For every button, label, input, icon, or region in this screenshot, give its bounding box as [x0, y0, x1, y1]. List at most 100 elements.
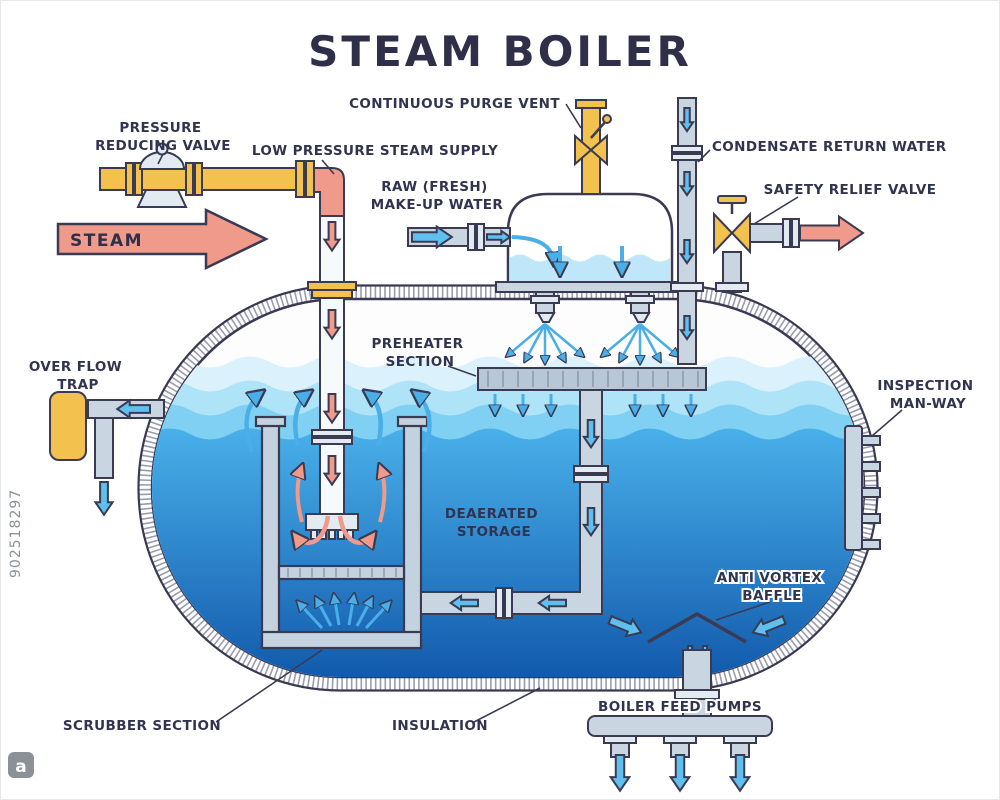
leader-line: [447, 365, 477, 377]
spray-flange-right: [625, 295, 655, 304]
scrubber-bottom: [260, 630, 423, 650]
overflow-trap: [49, 391, 165, 516]
label-condensate-return-water: CONDENSATE RETURN WATER: [712, 139, 947, 155]
prv-flange-d: [194, 162, 203, 196]
label-deaerated-storage: DEAERATED STORAGE: [445, 506, 543, 540]
relief-valve-right: [730, 211, 751, 255]
pump-suction-pipe: [682, 649, 712, 719]
watermark-id: 902518297: [8, 489, 24, 578]
relief-tanktop-flange: [715, 282, 749, 292]
downpipe-flange-c: [495, 587, 504, 619]
manway-bolts: [861, 435, 881, 550]
scrubber-right-cap: [396, 415, 429, 428]
leader-line: [565, 103, 582, 129]
tray-drip-arrows: [495, 394, 691, 414]
labels: PRESSURE REDUCING VALVE LOW PRESSURE STE…: [29, 96, 978, 734]
supply-elbow: [313, 167, 345, 217]
relief-valve-left: [713, 211, 734, 255]
overflow-pipe-vertical: [94, 417, 114, 479]
downpipe-flange-a: [573, 465, 609, 474]
steam-rise-arrows: [298, 466, 385, 523]
vent-valve-left: [574, 133, 593, 167]
scrubber-right-wall: [402, 422, 423, 650]
scrubber-plate-hatch: [287, 568, 397, 577]
label-insulation: INSULATION: [392, 718, 488, 734]
vent-top-flange: [575, 99, 607, 109]
vent-lever-knob: [602, 114, 612, 124]
leader-line: [473, 687, 541, 723]
label-anti-vortex-baffle: ANTI VORTEX BAFFLE: [717, 570, 828, 604]
makeup-water-pipe: [407, 223, 511, 251]
elbow-flange-b: [305, 160, 315, 198]
vent-valve-right: [589, 133, 608, 167]
supply-tanktop-flange-b: [311, 289, 353, 299]
scrubber-left-cap: [254, 415, 287, 428]
steam-supply-pipe: [294, 213, 385, 543]
leader-line: [321, 159, 335, 175]
makeup-flange-b: [476, 223, 485, 251]
relief-flange-a: [782, 218, 791, 248]
leader-line: [215, 649, 323, 723]
label-pressure-reducing-valve: PRESSURE REDUCING VALVE: [95, 120, 231, 154]
pump-manifold: [587, 715, 773, 737]
label-inspection-manway: INSPECTION MAN-WAY: [877, 378, 978, 412]
dome-flow-arrows: [511, 235, 622, 274]
supply-flange-a: [311, 429, 353, 437]
spray-tip-right: [631, 312, 651, 323]
spray-nozzles: [495, 290, 691, 414]
leader-line: [715, 601, 771, 621]
vent-dome: [495, 192, 685, 293]
diffuser-head: [305, 513, 359, 531]
tray-body: [477, 367, 707, 391]
inspection-manway: [844, 425, 881, 551]
page-title: STEAM BOILER: [308, 27, 692, 76]
makeup-flange-a: [467, 223, 476, 251]
continuous-purge-vent: [574, 99, 612, 195]
anti-vortex-baffle: [605, 611, 789, 665]
suction-flange: [674, 689, 720, 700]
supply-tanktop-flange-a: [307, 281, 357, 291]
scrubber-section: [254, 415, 429, 650]
steam-inlet-arrow: STEAM: [56, 208, 269, 270]
condensate-pipe-body: [677, 97, 697, 365]
prv-flange-c: [185, 162, 194, 196]
label-raw-makeup-water: RAW (FRESH) MAKE-UP WATER: [371, 179, 504, 213]
trap-body: [49, 391, 87, 461]
condensate-return-pipe: [670, 97, 704, 365]
leader-line: [157, 153, 164, 165]
condensate-flange-b: [671, 153, 703, 161]
preheater-tray: [477, 367, 707, 391]
stock-logo-letter: a: [15, 757, 26, 777]
pump-left: [603, 735, 637, 792]
condensate-tanktop-flange: [670, 282, 704, 292]
downpipe-flange-b: [573, 474, 609, 483]
scrubber-rise-arrows: [244, 392, 432, 453]
prv-flange-a: [125, 162, 134, 196]
scrubber-fan-arrows: [298, 595, 390, 630]
watermark: 902518297 a: [8, 489, 34, 778]
label-continuous-purge-vent: CONTINUOUS PURGE VENT: [349, 96, 560, 112]
leader-line: [697, 149, 711, 163]
condensate-flange-a: [671, 145, 703, 153]
baffle-tent: [647, 611, 747, 644]
vent-valve-lever: [590, 120, 607, 139]
label-preheater-section: PREHEATER SECTION: [372, 336, 469, 370]
pump-center: [663, 735, 697, 792]
spray-tip-left: [536, 312, 556, 323]
steam-arrow-shape: [56, 208, 269, 270]
scrubber-left-wall: [260, 422, 281, 650]
prv-body: [136, 189, 188, 208]
elbow-flange-a: [295, 160, 305, 198]
steam-discharge-curls: [294, 515, 374, 543]
steam-label: STEAM: [70, 231, 143, 251]
pressure-reducing-valve: [99, 142, 345, 217]
downpipe-flange-d: [504, 587, 513, 619]
scrubber-plate: [277, 564, 406, 581]
stock-logo: [8, 752, 34, 778]
pump-right: [723, 735, 757, 792]
prv-flange-b: [134, 162, 143, 196]
label-scrubber-section: SCRUBBER SECTION: [63, 718, 221, 734]
spray-flange-left: [530, 295, 560, 304]
manway-plate: [844, 425, 863, 551]
